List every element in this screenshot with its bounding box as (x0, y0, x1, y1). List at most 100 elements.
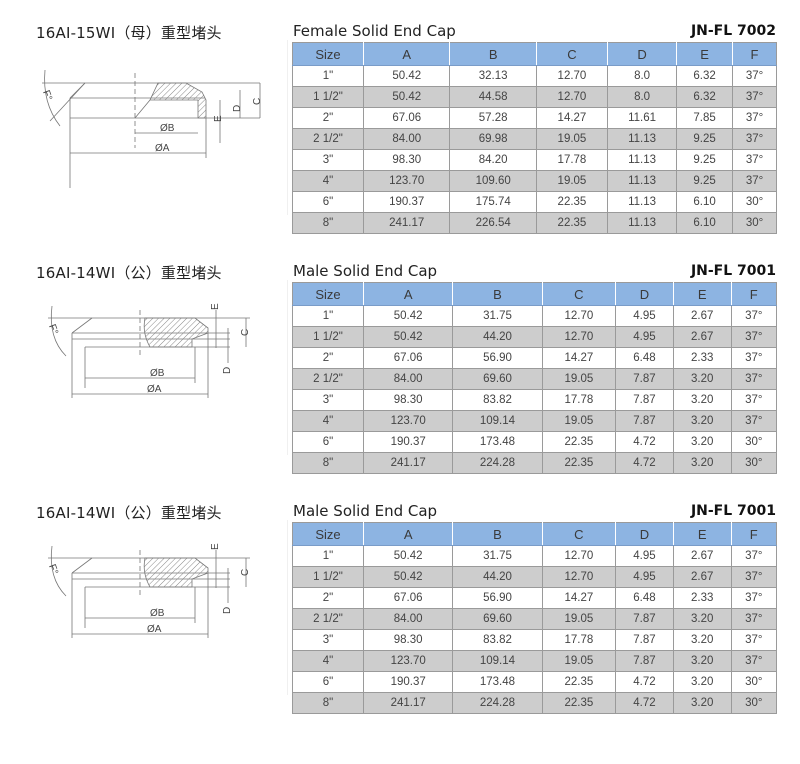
column-header-e: E (673, 522, 732, 546)
cell-b: 57.28 (449, 107, 537, 129)
cell-d: 7.87 (615, 368, 674, 390)
cell-e: 3.20 (673, 671, 732, 693)
cell-b: 44.20 (452, 326, 543, 348)
cell-b: 56.90 (452, 347, 543, 369)
cell-a: 123.70 (363, 170, 451, 192)
cell-c: 17.78 (542, 629, 617, 651)
cell-d: 11.13 (607, 170, 678, 192)
english-product-title: Female Solid End Cap (293, 22, 456, 40)
cell-b: 69.98 (449, 128, 537, 150)
cell-d: 11.13 (607, 212, 678, 234)
cell-f: 37° (731, 545, 777, 567)
technical-drawing: F° ØB ØA E D C (30, 528, 280, 698)
cell-e: 2.67 (673, 326, 732, 348)
cell-size: 2" (292, 107, 364, 129)
cell-b: 109.14 (452, 650, 543, 672)
cell-d: 4.95 (615, 566, 674, 588)
product-code: JN-FL 7001 (690, 263, 776, 279)
cell-size: 2" (292, 347, 364, 369)
cell-c: 19.05 (542, 650, 617, 672)
cell-f: 37° (731, 587, 777, 609)
product-section-2: 16AI-14WI（公）重型堵头 F° ØB ØA (0, 250, 800, 490)
column-header-c: C (542, 282, 617, 306)
cell-b: 224.28 (452, 452, 543, 474)
cell-a: 190.37 (363, 191, 451, 213)
svg-text:E: E (210, 543, 221, 550)
cell-c: 12.70 (542, 305, 617, 327)
cell-c: 22.35 (536, 212, 609, 234)
cell-b: 56.90 (452, 587, 543, 609)
cell-c: 12.70 (536, 86, 609, 108)
cell-f: 37° (731, 566, 777, 588)
cell-d: 4.95 (615, 545, 674, 567)
cell-c: 14.27 (542, 347, 617, 369)
column-header-d: D (607, 42, 678, 66)
male-end-cap-drawing-icon: F° ØB ØA E D C (46, 543, 251, 638)
cell-c: 19.05 (542, 368, 617, 390)
cell-size: 1" (292, 305, 364, 327)
cell-d: 11.13 (607, 128, 678, 150)
svg-text:ØA: ØA (147, 384, 162, 395)
cell-f: 30° (732, 191, 777, 213)
cell-f: 37° (731, 410, 777, 432)
cell-d: 7.87 (615, 650, 674, 672)
cell-d: 8.0 (607, 86, 678, 108)
cell-d: 8.0 (607, 65, 678, 87)
technical-drawing: F° ØB ØA E D C (30, 288, 280, 458)
cell-size: 2" (292, 587, 364, 609)
cell-a: 98.30 (363, 149, 451, 171)
cell-e: 3.20 (673, 608, 732, 630)
cell-a: 50.42 (363, 305, 454, 327)
cell-d: 4.72 (615, 452, 674, 474)
cell-e: 3.20 (673, 629, 732, 651)
cell-f: 37° (732, 170, 777, 192)
cell-size: 1 1/2" (292, 86, 364, 108)
column-header-e: E (676, 42, 734, 66)
cell-b: 32.13 (449, 65, 537, 87)
column-header-f: F (731, 282, 777, 306)
cell-f: 37° (731, 368, 777, 390)
cell-e: 7.85 (676, 107, 734, 129)
cell-a: 67.06 (363, 347, 454, 369)
cell-c: 19.05 (536, 170, 609, 192)
technical-drawing: F° ØB ØA E D C (30, 48, 280, 218)
cell-d: 4.95 (615, 326, 674, 348)
cell-b: 69.60 (452, 608, 543, 630)
cell-size: 1 1/2" (292, 326, 364, 348)
cell-a: 190.37 (363, 431, 454, 453)
column-header-f: F (731, 522, 777, 546)
cell-d: 6.48 (615, 587, 674, 609)
cell-b: 31.75 (452, 305, 543, 327)
female-end-cap-drawing-icon: F° ØB ØA E D C (40, 69, 263, 188)
cell-b: 226.54 (449, 212, 537, 234)
english-product-title: Male Solid End Cap (293, 502, 438, 520)
cell-size: 8" (292, 452, 364, 474)
cell-d: 6.48 (615, 347, 674, 369)
cell-size: 4" (292, 650, 364, 672)
cell-size: 1" (292, 545, 364, 567)
cell-b: 83.82 (452, 389, 543, 411)
column-header-a: A (363, 282, 454, 306)
cell-c: 12.70 (542, 326, 617, 348)
column-header-b: B (452, 522, 543, 546)
cell-c: 14.27 (536, 107, 609, 129)
chinese-product-title: 16AI-15WI（母）重型堵头 (36, 24, 222, 42)
cell-size: 4" (292, 170, 364, 192)
cell-c: 19.05 (536, 128, 609, 150)
cell-c: 12.70 (536, 65, 609, 87)
english-product-title: Male Solid End Cap (293, 262, 438, 280)
cell-f: 30° (731, 431, 777, 453)
